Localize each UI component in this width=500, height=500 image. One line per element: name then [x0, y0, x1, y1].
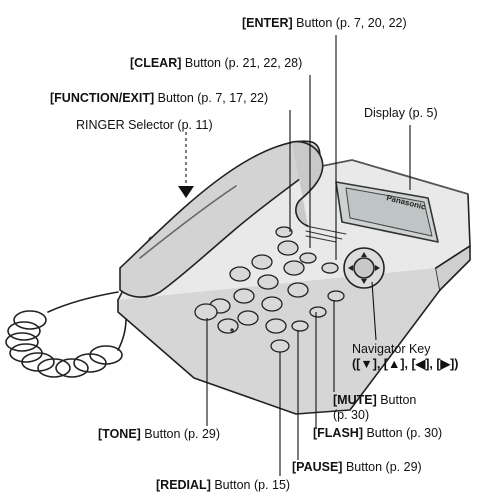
redial-button-callout: [REDIAL] Button (p. 15)	[156, 478, 290, 493]
function-exit-button-pages: Button (p. 7, 17, 22)	[154, 91, 269, 105]
navigator-key-callout: Navigator Key ([▼], [▲], [◀], [▶])	[352, 342, 458, 372]
enter-button-callout: [ENTER] Button (p. 7, 20, 22)	[242, 16, 407, 31]
tone-button-callout: [TONE] Button (p. 29)	[98, 427, 220, 442]
display-callout: Display (p. 5)	[364, 106, 438, 120]
pause-button-pages: Button (p. 29)	[342, 460, 422, 474]
navigator-key-label: Navigator Key	[352, 342, 431, 356]
mute-button-suffix: Button	[376, 393, 417, 407]
redial-button-pages: Button (p. 15)	[210, 478, 291, 492]
pause-button-label: [PAUSE]	[292, 460, 343, 474]
clear-button-callout: [CLEAR] Button (p. 21, 22, 28)	[130, 56, 302, 71]
function-exit-button-label: [FUNCTION/EXIT]	[50, 91, 155, 105]
pause-button-callout: [PAUSE] Button (p. 29)	[292, 460, 422, 475]
mute-button-callout: [MUTE] Button (p. 30)	[333, 393, 416, 423]
enter-button-label: [ENTER]	[242, 16, 293, 30]
handset	[119, 140, 324, 298]
tone-button-pages: Button (p. 29)	[140, 427, 221, 441]
flash-button-pages: Button (p. 30)	[363, 426, 443, 440]
enter-button-pages: Button (p. 7, 20, 22)	[292, 16, 407, 30]
ringer-arrow-icon	[178, 186, 194, 198]
navigator-key-directions: ([▼], [▲], [◀], [▶])	[352, 357, 459, 371]
ringer-selector-callout: RINGER Selector (p. 11)	[76, 118, 213, 132]
navigator-leader	[371, 281, 377, 341]
flash-button-label: [FLASH]	[313, 426, 363, 440]
keypad	[194, 226, 345, 353]
tone-button-label: [TONE]	[98, 427, 141, 441]
flash-button-callout: [FLASH] Button (p. 30)	[313, 426, 442, 441]
coiled-cord	[5, 291, 127, 378]
mute-button-pages: (p. 30)	[333, 408, 370, 422]
function-exit-button-callout: [FUNCTION/EXIT] Button (p. 7, 17, 22)	[50, 91, 268, 106]
redial-button-label: [REDIAL]	[156, 478, 211, 492]
navigator-key	[343, 247, 385, 289]
leader-lines	[185, 35, 411, 476]
clear-button-pages: Button (p. 21, 22, 28)	[181, 56, 303, 70]
mute-button-label: [MUTE]	[333, 393, 377, 407]
display-panel	[335, 181, 439, 243]
clear-button-label: [CLEAR]	[130, 56, 182, 70]
